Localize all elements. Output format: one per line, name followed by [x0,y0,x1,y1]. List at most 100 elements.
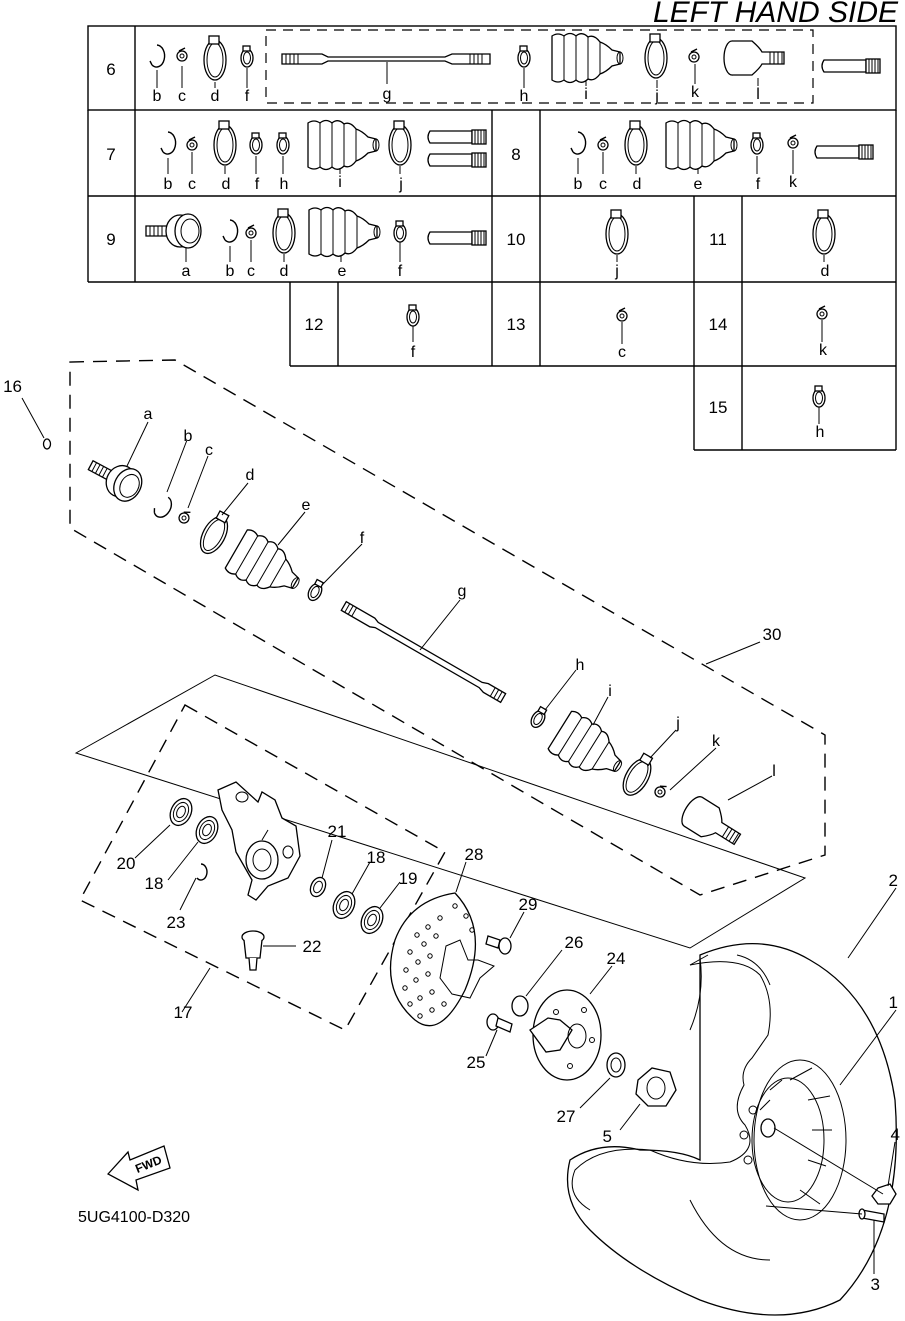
callout-j: j [675,715,680,732]
callout-26: 26 [565,933,584,952]
row-15-letter-h: h [816,424,825,441]
callout-g: g [458,583,467,600]
clip-16 [42,438,52,450]
callout-21: 21 [328,822,347,841]
castle-nut-5 [635,1067,677,1107]
callout-1: 2 [889,871,898,890]
row-7-letter-i: i [338,174,342,191]
drawing-code: 5UG4100-D320 [78,1209,190,1226]
axle-shaft-g [281,53,491,65]
bolt-29 [485,935,512,955]
callout-a: a [144,406,153,423]
forward-arrow-icon [106,1145,171,1192]
row-6-letter-d: d [211,88,220,105]
row-11-letter-d: d [821,263,830,280]
o-ring [511,995,529,1017]
row-6-letter-g: g [383,86,392,103]
row-8-letter-c: c [599,176,607,193]
row-13-letter-c: c [618,344,626,361]
callout-23: 23 [167,913,186,932]
row-number-11: 11 [709,230,727,249]
row-8-letter-e: e [694,176,703,193]
row-6-letter-i: i [584,86,588,103]
spacer-27 [606,1052,626,1078]
row-6-letter-j: j [654,88,659,105]
callout-20: 20 [117,854,136,873]
row-9-letter-c: c [247,263,255,280]
row-8-letter-k: k [789,174,798,191]
row-number-9: 9 [106,230,115,249]
row-9-letter-e: e [338,263,347,280]
callout-19: 19 [399,869,418,888]
row-number-8: 8 [511,145,520,164]
row-6-letter-c: c [178,88,186,105]
row-6-letter-k: k [691,84,700,101]
callout-3: 3 [871,1275,880,1294]
wheel [566,942,897,1316]
parts-kit-table [87,25,897,451]
callout-l: l [772,763,776,780]
diagram-title: LEFT HAND SIDE [653,0,899,29]
knuckle-parts [165,781,388,971]
callout-25: 25 [467,1053,486,1072]
callout-29: 29 [519,895,538,914]
row-9-letter-a: a [182,263,191,280]
row-6-parts [149,32,881,84]
row-number-15: 15 [709,398,728,417]
valve-stem-3 [858,1208,885,1223]
row-10-letter-j: j [614,263,619,280]
row-12-letter-f: f [411,344,416,361]
callout-4: 4 [891,1125,900,1144]
callout-b: b [184,428,193,445]
row-8-parts [570,119,874,171]
row-7-letter-j: j [398,176,403,193]
drive-shaft-parts [82,449,747,855]
callout-24: 24 [607,949,626,968]
single-part-rows [406,209,836,424]
row-9-parts [145,206,487,258]
wheel-nut-4 [871,1183,897,1205]
knuckle [217,781,301,901]
callout-5: 5 [603,1127,612,1146]
row-14-letter-k: k [819,342,828,359]
callout-2: 1 [889,993,898,1012]
row-7-letter-b: b [164,176,173,193]
row-8-letter-b: b [574,176,583,193]
callout-e: e [302,497,311,514]
row-6-letter-f: f [245,88,250,105]
callout-16: 16 [3,377,22,396]
callout-i: i [608,683,612,700]
callout-17: 17 [174,1003,193,1022]
callout-d: d [246,467,255,484]
callout-h: h [576,657,585,674]
row-7-parts [160,119,487,171]
callout-18-left: 18 [145,874,164,893]
callout-f: f [360,530,365,547]
row-number-7: 7 [106,145,115,164]
row-7-letter-h: h [280,176,289,193]
brake-disc [389,892,495,1027]
callout-30: 30 [763,625,782,644]
row-6-letter-h: h [520,88,529,105]
row-6-letter-b: b [153,88,162,105]
row-7-letter-d: d [222,176,231,193]
row-8-letter-d: d [633,176,642,193]
row-9-letter-b: b [226,263,235,280]
bolt-25 [486,1013,513,1033]
callout-27: 27 [557,1107,576,1126]
row-9-letter-d: d [280,263,289,280]
callout-k: k [712,733,721,750]
row-number-10: 10 [507,230,526,249]
callout-18-right: 18 [367,848,386,867]
ball-joint [241,930,265,971]
row-9-letter-f: f [398,263,403,280]
callout-28: 28 [465,845,484,864]
wheel-hub [529,989,602,1081]
knuckle-reference-frame [74,674,807,949]
row-7-letter-f: f [255,176,260,193]
row-8-letter-f: f [756,176,761,193]
callout-c: c [205,442,213,459]
row-number-6: 6 [106,60,115,79]
row-number-14: 14 [709,315,728,334]
